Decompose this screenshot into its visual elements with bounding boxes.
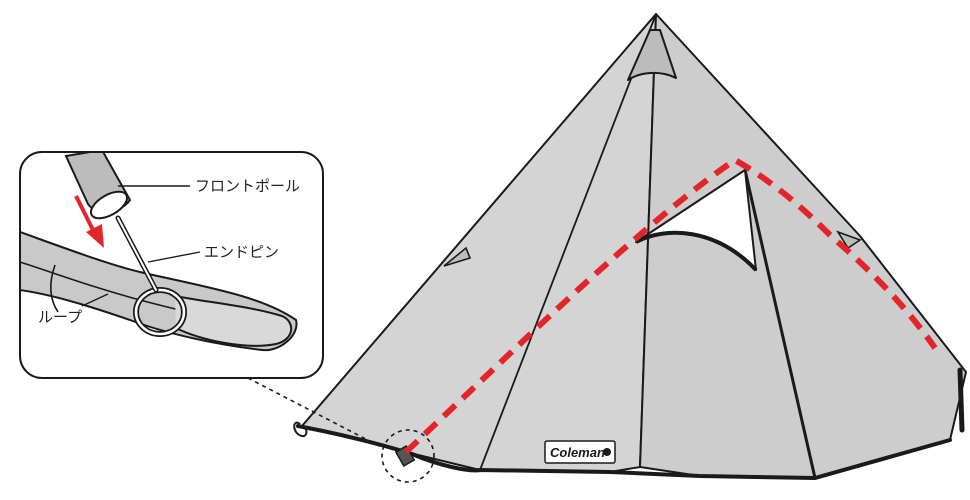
- tent-right-edge: [957, 367, 965, 433]
- tent-seam-left: [479, 13, 657, 471]
- tent-body-right: [639, 13, 967, 479]
- end-pin-marker: [394, 445, 416, 467]
- right-guy-flap: [836, 230, 862, 250]
- inset-fabric-band: [49, 264, 59, 313]
- left-guy-flap: [443, 246, 472, 267]
- tent-body-left: [301, 13, 657, 473]
- inset-loop: [174, 295, 292, 347]
- door-arch: [635, 230, 758, 272]
- down-arrow-icon: [74, 195, 104, 248]
- front-pole-path: [403, 156, 938, 455]
- inset-front-pole: [64, 153, 132, 220]
- label-front-pole: フロントポール: [195, 177, 300, 195]
- leader-end-pin: [147, 251, 201, 263]
- leader-loop: [81, 293, 109, 307]
- label-end-pin: エンドピン: [204, 243, 279, 261]
- callout-connector: [247, 377, 384, 449]
- tent-seam-right: [743, 169, 817, 479]
- logo-text: Coleman: [550, 445, 605, 460]
- apex-vent: [627, 29, 677, 81]
- stake-hook: [293, 421, 308, 438]
- tent-illustration: Coleman: [293, 13, 967, 483]
- coleman-logo-icon: Coleman: [544, 440, 616, 464]
- detail-inset: フロントポール エンドピン ループ: [19, 151, 324, 379]
- tent-bottom-edge: [296, 424, 952, 481]
- end-pin-highlight-circle: [381, 429, 435, 483]
- label-loop: ループ: [38, 308, 82, 326]
